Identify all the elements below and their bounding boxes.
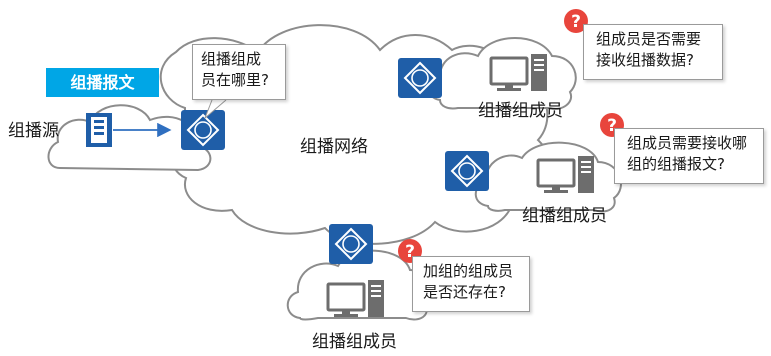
callout-bottom-question: 加组的组成员 是否还存在? [412, 256, 530, 312]
source-server-icon [86, 113, 112, 147]
router-icon-right [444, 150, 490, 192]
member-label-right: 组播组成员 [522, 206, 607, 226]
callout-source-question: 组播组成 员在哪里? [192, 44, 286, 100]
callout-line: 加组的组成员 [423, 262, 514, 280]
callout-pointer [204, 99, 227, 119]
callout-top-right-question: 组成员是否需要 接收组播数据? [583, 24, 723, 80]
router-icon-source [180, 109, 226, 151]
callout-line: 组成员需要接收哪 [627, 134, 748, 152]
pc-icon-bottom [326, 278, 386, 319]
callout-right-question: 组成员需要接收哪 组的组播报文? [614, 128, 764, 184]
callout-line: 组成员是否需要 [596, 30, 702, 48]
member-label-bottom: 组播组成员 [312, 332, 397, 352]
network-label: 组播网络 [300, 137, 368, 157]
callout-line: 接收组播数据? [596, 51, 694, 69]
pc-icon-right [536, 154, 596, 195]
callout-line: 是否还存在? [423, 283, 506, 301]
callout-line: 组的组播报文? [627, 155, 725, 173]
pc-icon-top [489, 52, 549, 93]
callout-line: 员在哪里? [201, 71, 269, 89]
router-icon-top [397, 57, 443, 99]
router-icon-bottom [328, 223, 374, 265]
source-label: 组播源 [8, 121, 59, 141]
member-label-top: 组播组成员 [478, 101, 563, 121]
callout-line: 组播组成 [201, 50, 262, 68]
multicast-packet-tag: 组播报文 [46, 68, 159, 97]
